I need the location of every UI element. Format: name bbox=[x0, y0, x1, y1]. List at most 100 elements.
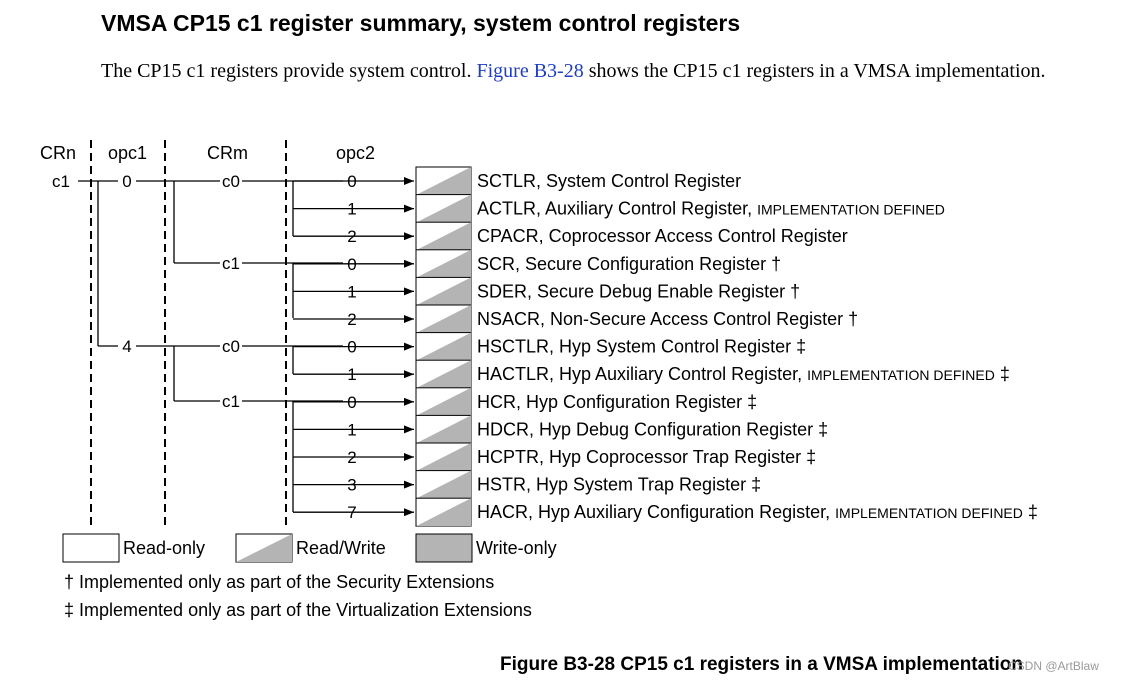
intro-paragraph: The CP15 c1 registers provide system con… bbox=[101, 58, 1061, 85]
register-footnote-mark: ‡ bbox=[1000, 364, 1010, 384]
register-name-text: HACTLR, Hyp Auxiliary Control Register, bbox=[477, 364, 802, 384]
register-access-shade bbox=[416, 222, 471, 251]
register-impl-defined: IMPLEMENTATION DEFINED bbox=[807, 367, 995, 383]
register-row: 1 ACTLR, Auxiliary Control Register, IMPLE… bbox=[293, 194, 945, 224]
register-name-text: SCR, Secure Configuration Register bbox=[477, 254, 766, 274]
register-name-text: HDCR, Hyp Debug Configuration Register bbox=[477, 419, 813, 439]
intro-text-after: shows the CP15 c1 registers in a VMSA im… bbox=[588, 60, 1046, 82]
crm-label-c1-lower: c1 bbox=[222, 392, 240, 411]
section-heading: VMSA CP15 c1 register summary, system co… bbox=[101, 10, 741, 36]
register-access-shade bbox=[416, 498, 471, 527]
footnote-security: † Implemented only as part of the Securi… bbox=[64, 572, 494, 592]
opc2-value-label: 2 bbox=[347, 310, 356, 329]
register-access-shade bbox=[416, 360, 471, 389]
opc2-value-label: 7 bbox=[347, 503, 356, 522]
register-access-shade bbox=[416, 470, 471, 499]
opc2-value-label: 1 bbox=[347, 365, 356, 384]
register-row: 1 HDCR, Hyp Debug Configuration Register‡ bbox=[293, 414, 828, 444]
register-name-text: HACR, Hyp Auxiliary Configuration Regist… bbox=[477, 502, 830, 522]
figure-link[interactable]: Figure B3-28 bbox=[476, 60, 584, 82]
register-name: HCR, Hyp Configuration Register‡ bbox=[477, 392, 757, 412]
register-row: 0 HCR, Hyp Configuration Register‡ bbox=[293, 387, 757, 417]
legend-read-write-shade bbox=[236, 534, 292, 562]
register-access-shade bbox=[416, 194, 471, 223]
intro-text-before: The CP15 c1 registers provide system con… bbox=[101, 60, 472, 82]
opc1-label-0: 0 bbox=[122, 172, 131, 191]
register-name: HSTR, Hyp System Trap Register‡ bbox=[477, 475, 761, 495]
figure-caption: Figure B3-28 CP15 c1 registers in a VMSA… bbox=[500, 654, 1023, 675]
register-impl-defined: IMPLEMENTATION DEFINED bbox=[757, 202, 945, 218]
register-row: 1 SDER, Secure Debug Enable Register† bbox=[293, 276, 800, 306]
opc2-value-label: 1 bbox=[347, 420, 356, 439]
register-row: 3 HSTR, Hyp System Trap Register‡ bbox=[293, 470, 761, 500]
register-footnote-mark: † bbox=[790, 281, 800, 301]
footnote-virtualization: ‡ Implemented only as part of the Virtua… bbox=[64, 600, 532, 620]
register-access-shade bbox=[416, 443, 471, 471]
watermark: CSDN @ArtBlaw bbox=[1008, 659, 1099, 673]
register-name: NSACR, Non-Secure Access Control Registe… bbox=[477, 309, 858, 329]
register-row: 0 SCTLR, System Control Register bbox=[293, 166, 741, 196]
opc2-column-header: opc2 bbox=[336, 143, 375, 163]
register-name-text: SDER, Secure Debug Enable Register bbox=[477, 281, 785, 301]
opc2-value-label: 0 bbox=[347, 393, 356, 412]
register-row: 1 HACTLR, Hyp Auxiliary Control Register,… bbox=[293, 359, 1010, 389]
opc2-value-label: 3 bbox=[347, 476, 356, 495]
register-name: HDCR, Hyp Debug Configuration Register‡ bbox=[477, 419, 828, 439]
register-footnote-mark: † bbox=[771, 254, 781, 274]
register-name: SCR, Secure Configuration Register† bbox=[477, 254, 781, 274]
opc2-value-label: 1 bbox=[347, 282, 356, 301]
register-name: CPACR, Coprocessor Access Control Regist… bbox=[477, 226, 848, 246]
register-access-shade bbox=[416, 415, 471, 444]
register-row: 0 HSCTLR, Hyp System Control Register‡ bbox=[293, 332, 806, 362]
register-footnote-mark: ‡ bbox=[1028, 502, 1038, 522]
legend-read-write-label: Read/Write bbox=[296, 538, 386, 558]
crm-column-header: CRm bbox=[207, 143, 248, 163]
register-footnote-mark: ‡ bbox=[751, 475, 761, 495]
register-name: HACR, Hyp Auxiliary Configuration Regist… bbox=[477, 502, 1038, 522]
register-name-text: HSTR, Hyp System Trap Register bbox=[477, 475, 746, 495]
register-name: SCTLR, System Control Register bbox=[477, 171, 741, 191]
register-access-shade bbox=[416, 249, 471, 278]
opc2-value-label: 2 bbox=[347, 227, 356, 246]
register-name-text: CPACR, Coprocessor Access Control Regist… bbox=[477, 226, 848, 246]
register-access-shade bbox=[416, 305, 471, 333]
register-name: HACTLR, Hyp Auxiliary Control Register, I… bbox=[477, 364, 1010, 384]
register-access-shade bbox=[416, 167, 471, 195]
register-footnote-mark: ‡ bbox=[796, 337, 806, 357]
register-name: SDER, Secure Debug Enable Register† bbox=[477, 281, 800, 301]
column-separators bbox=[90, 140, 287, 528]
register-access-shade bbox=[416, 332, 471, 361]
opc2-value-label: 1 bbox=[347, 200, 356, 219]
register-row: 2 CPACR, Coprocessor Access Control Regis… bbox=[293, 221, 848, 251]
crm-label-c0-upper: c0 bbox=[222, 172, 240, 191]
register-name: HSCTLR, Hyp System Control Register‡ bbox=[477, 337, 806, 357]
register-impl-defined: IMPLEMENTATION DEFINED bbox=[835, 505, 1023, 521]
register-access-shade bbox=[416, 387, 471, 416]
register-name-text: HCR, Hyp Configuration Register bbox=[477, 392, 742, 412]
opc1-column-header: opc1 bbox=[108, 143, 147, 163]
opc2-value-label: 2 bbox=[347, 448, 356, 467]
register-name-text: NSACR, Non-Secure Access Control Registe… bbox=[477, 309, 843, 329]
crm-label-c0-lower: c0 bbox=[222, 337, 240, 356]
opc2-value-label: 0 bbox=[347, 172, 356, 191]
register-row: 2 HCPTR, Hyp Coprocessor Trap Register‡ bbox=[293, 442, 816, 472]
legend-write-only-label: Write-only bbox=[476, 538, 557, 558]
register-name-text: HCPTR, Hyp Coprocessor Trap Register bbox=[477, 447, 801, 467]
register-footnote-mark: ‡ bbox=[818, 419, 828, 439]
register-footnote-mark: ‡ bbox=[747, 392, 757, 412]
crn-value-label: c1 bbox=[52, 172, 70, 191]
register-footnote-mark: † bbox=[848, 309, 858, 329]
legend-read-only-swatch bbox=[62, 533, 120, 563]
register-rows: 0 SCTLR, System Control Register 1 ACTLR, A… bbox=[293, 166, 1038, 527]
crn-column-header: CRn bbox=[40, 143, 76, 163]
register-footnote-mark: ‡ bbox=[806, 447, 816, 467]
opc2-value-label: 0 bbox=[347, 338, 356, 357]
register-name-text: ACTLR, Auxiliary Control Register, bbox=[477, 199, 752, 219]
register-name: HCPTR, Hyp Coprocessor Trap Register‡ bbox=[477, 447, 816, 467]
opc1-label-4: 4 bbox=[122, 337, 131, 356]
register-access-shade bbox=[416, 277, 471, 306]
register-name: ACTLR, Auxiliary Control Register, IMPLEM… bbox=[477, 199, 945, 219]
register-name-text: HSCTLR, Hyp System Control Register bbox=[477, 337, 791, 357]
